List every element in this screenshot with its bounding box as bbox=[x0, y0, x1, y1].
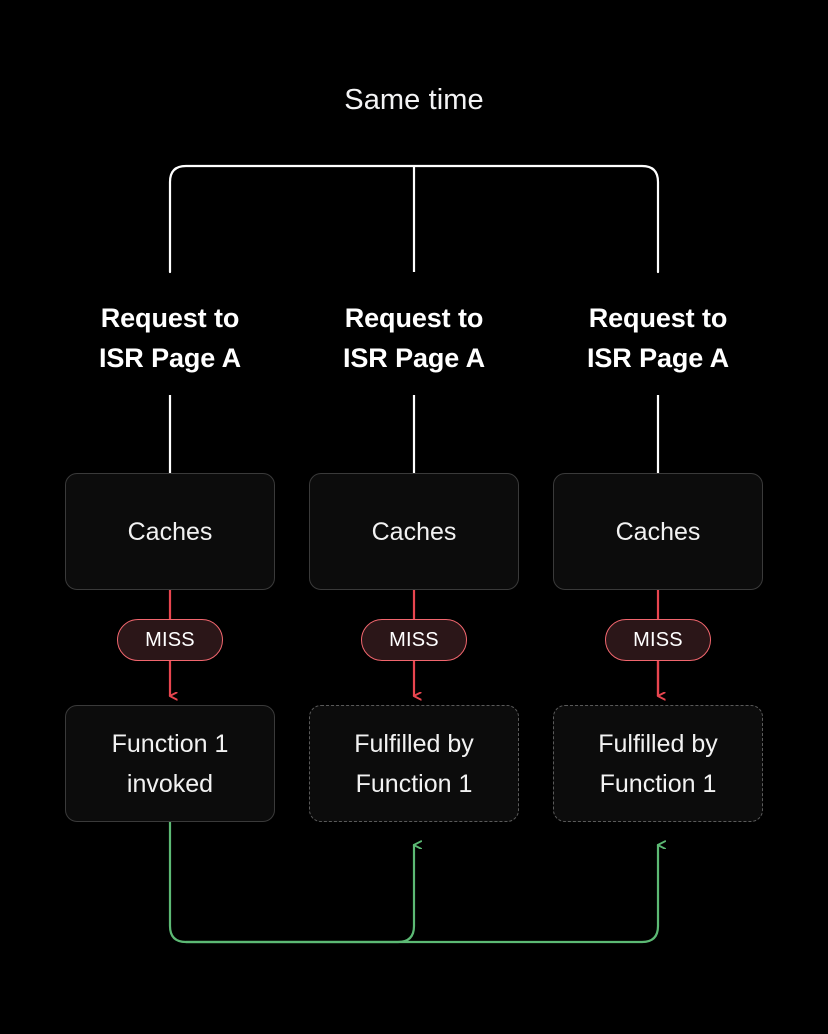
column-2-miss-label: MISS bbox=[389, 628, 439, 651]
column-3-heading: Request to ISR Page A bbox=[538, 298, 778, 378]
column-3-result-line2: Function 1 bbox=[599, 769, 717, 798]
column-2-heading-line2: ISR Page A bbox=[342, 343, 486, 373]
column-1-heading-line1: Request to bbox=[100, 303, 240, 333]
same-time-bracket bbox=[168, 164, 660, 274]
column-1-result-line2: invoked bbox=[126, 769, 214, 798]
column-2-miss-badge[interactable]: MISS bbox=[361, 619, 467, 661]
column-2-result-line2: Function 1 bbox=[355, 769, 473, 798]
diagram-title: Same time bbox=[344, 84, 484, 116]
cache-to-miss-connectors bbox=[168, 590, 660, 619]
column-1-cache-label: Caches bbox=[127, 517, 213, 546]
column-3-cache-node[interactable]: Caches bbox=[553, 473, 763, 590]
column-1-cache-node[interactable]: Caches bbox=[65, 473, 275, 590]
column-3-heading-line2: ISR Page A bbox=[586, 343, 730, 373]
column-3-miss-badge[interactable]: MISS bbox=[605, 619, 711, 661]
column-2-heading-line1: Request to bbox=[344, 303, 484, 333]
column-3-cache-label: Caches bbox=[615, 517, 701, 546]
column-2-cache-label: Caches bbox=[371, 517, 457, 546]
column-3-heading-line1: Request to bbox=[588, 303, 728, 333]
function-fulfilment-path bbox=[168, 820, 658, 944]
column-2-heading: Request to ISR Page A bbox=[294, 298, 534, 378]
column-1-miss-badge[interactable]: MISS bbox=[117, 619, 223, 661]
column-1-result-node[interactable]: Function 1 invoked bbox=[65, 705, 275, 822]
column-3-result-line1: Fulfilled by bbox=[598, 729, 718, 758]
column-1-result-line1: Function 1 bbox=[111, 729, 229, 758]
miss-to-result-arrows bbox=[170, 661, 658, 696]
column-3-miss-label: MISS bbox=[633, 628, 683, 651]
column-3-result-node[interactable]: Fulfilled by Function 1 bbox=[553, 705, 763, 822]
column-2-result-line1: Fulfilled by bbox=[354, 729, 474, 758]
column-1-heading: Request to ISR Page A bbox=[50, 298, 290, 378]
column-2-result-node[interactable]: Fulfilled by Function 1 bbox=[309, 705, 519, 822]
heading-to-cache-connectors bbox=[168, 395, 660, 473]
column-2-cache-node[interactable]: Caches bbox=[309, 473, 519, 590]
column-1-miss-label: MISS bbox=[145, 628, 195, 651]
column-1-heading-line2: ISR Page A bbox=[98, 343, 242, 373]
